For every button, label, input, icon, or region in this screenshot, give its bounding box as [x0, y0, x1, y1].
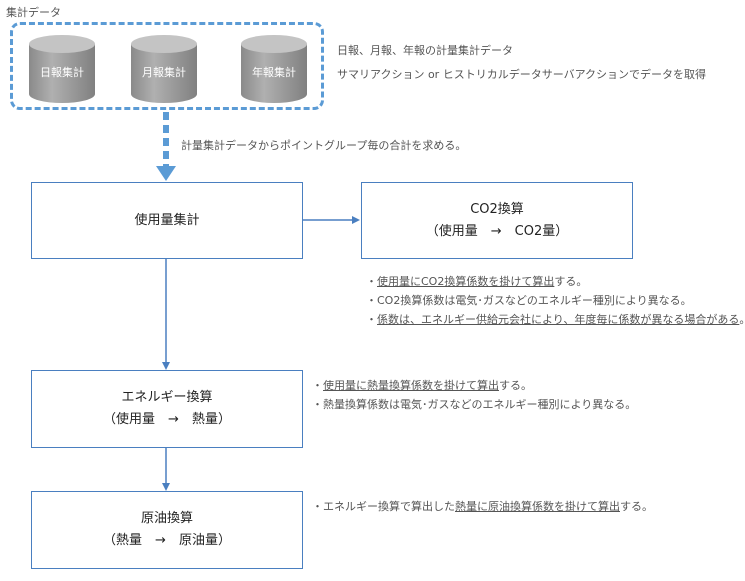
oil-box-formula: （熱量 → 原油量）: [103, 533, 231, 548]
monthly-report-label: 月報集計: [142, 66, 186, 79]
co2-box-formula: （使用量 → CO2量）: [425, 223, 569, 239]
oil-note-item: ・エネルギー換算で算出した熱量に原油換算係数を掛けて算出する。: [312, 500, 653, 513]
crude-oil-conversion-box: 原油換算 （熱量 → 原油量）: [31, 491, 303, 569]
energy-conversion-box: エネルギー換算 （使用量 → 熱量）: [31, 370, 303, 448]
daily-report-cylinder: 日報集計: [28, 34, 96, 104]
co2-note-item: ・使用量にCO2換算係数を掛けて算出する。: [366, 275, 588, 288]
heat-box-title: エネルギー換算: [121, 390, 213, 405]
database-icon: [131, 35, 197, 103]
heat-to-oil-arrowhead: [162, 483, 170, 491]
aggregate-arrow-note: 計量集計データからポイントグループ毎の合計を求める。: [181, 139, 467, 152]
yearly-report-label: 年報集計: [252, 66, 296, 79]
monthly-report-cylinder: 月報集計: [130, 34, 198, 104]
co2-conversion-box: CO2換算 （使用量 → CO2量）: [361, 182, 633, 259]
heat-note-item: ・熱量換算係数は電気･ガスなどのエネルギー種別により異なる。: [312, 398, 637, 411]
yearly-report-cylinder: 年報集計: [240, 34, 308, 104]
co2-note-item: ・CO2換算係数は電気･ガスなどのエネルギー種別により異なる。: [366, 294, 692, 307]
database-icon: [241, 35, 307, 103]
data-group-title: 集計データ: [6, 6, 61, 19]
daily-report-label: 日報集計: [40, 66, 84, 79]
heat-box-formula: （使用量 → 熱量）: [103, 412, 231, 427]
group-description-line2: サマリアクション or ヒストリカルデータサーバアクションでデータを取得: [337, 68, 707, 81]
usage-to-heat-arrowhead: [162, 362, 170, 370]
usage-box-title: 使用量集計: [134, 212, 200, 228]
oil-notes: ・エネルギー換算で算出した熱量に原油換算係数を掛けて算出する。: [312, 497, 653, 516]
aggregate-arrowhead: [156, 166, 176, 181]
co2-notes: ・使用量にCO2換算係数を掛けて算出する。 ・CO2換算係数は電気･ガスなどのエ…: [366, 272, 745, 329]
co2-note-item: ・係数は、エネルギー供給元会社により、年度毎に係数が異なる場合がある。: [366, 313, 745, 326]
usage-aggregation-box: 使用量集計: [31, 182, 303, 259]
data-source-group: [10, 22, 324, 110]
usage-to-co2-arrowhead: [352, 216, 360, 224]
heat-notes: ・使用量に熱量換算係数を掛けて算出する。 ・熱量換算係数は電気･ガスなどのエネル…: [312, 376, 636, 414]
heat-note-item: ・使用量に熱量換算係数を掛けて算出する。: [312, 379, 532, 392]
group-description-line1: 日報、月報、年報の計量集計データ: [337, 44, 513, 57]
oil-box-title: 原油換算: [140, 511, 193, 526]
co2-box-title: CO2換算: [470, 201, 524, 217]
database-icon: [29, 35, 95, 103]
